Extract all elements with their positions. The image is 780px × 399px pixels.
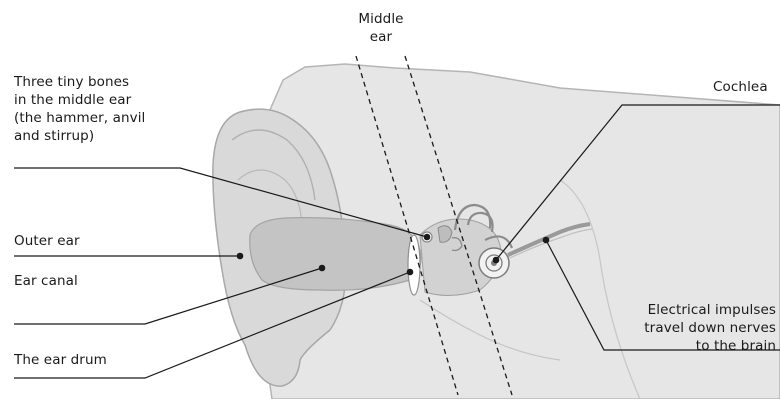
label-electrical-impulses: Electrical impulses travel down nerves t… [644,301,776,355]
label-ear-canal: Ear canal [14,272,78,290]
label-outer-ear: Outer ear [14,232,80,250]
label-cochlea: Cochlea [713,78,768,96]
leader-dot-bones [424,234,431,241]
leader-dot-cochlea [493,257,500,264]
label-bones-line: Three tiny bones [14,73,145,91]
label-ear-drum: The ear drum [14,351,107,369]
label-bones-line: in the middle ear [14,91,145,109]
label-middle-ear-line: Middle [349,10,413,28]
label-impulses-line: to the brain [644,337,776,355]
leader-dot-outer-ear [237,253,244,260]
label-middle-ear: Middle ear [349,10,413,46]
label-impulses-line: Electrical impulses [644,301,776,319]
label-bones-line: and stirrup) [14,127,145,145]
label-three-tiny-bones: Three tiny bones in the middle ear (the … [14,73,145,145]
leader-dot-impulses [543,237,550,244]
label-bones-line: (the hammer, anvil [14,109,145,127]
label-middle-ear-line: ear [349,28,413,46]
leader-dot-ear-drum [407,269,414,276]
ear-drum-shape [408,235,420,295]
leader-dot-ear-canal [319,265,326,272]
label-impulses-line: travel down nerves [644,319,776,337]
